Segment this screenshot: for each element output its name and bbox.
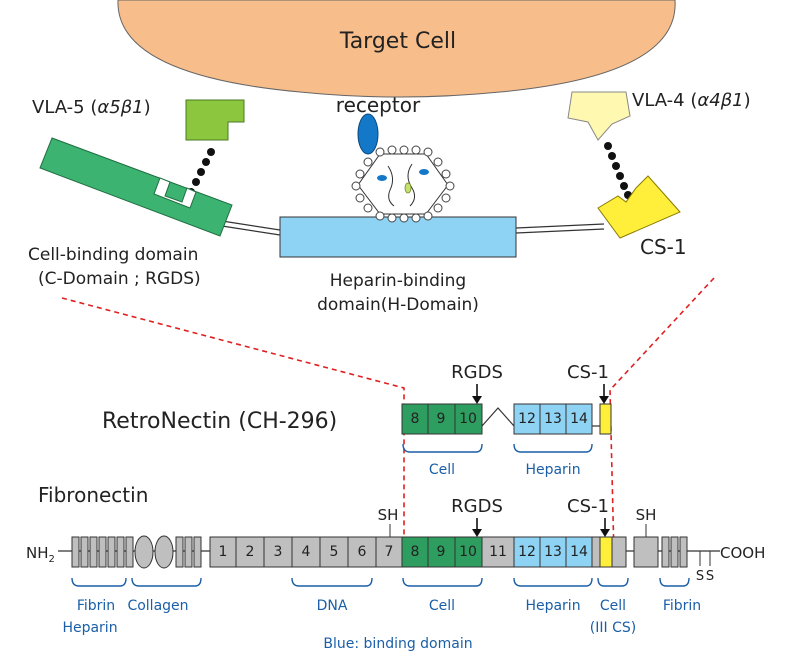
brace-fibrin-heparin-label-2: Heparin <box>62 620 117 636</box>
brace-dna <box>291 577 373 587</box>
brace-fibrin-heparin-label-1: Fibrin <box>77 598 115 614</box>
svg-text:9: 9 <box>437 544 446 560</box>
fibronectin-module-after-sh <box>633 536 659 568</box>
svg-text:9: 9 <box>437 411 446 427</box>
brace-cell <box>402 577 483 587</box>
retronectin-rgds-arrow <box>472 384 482 404</box>
cs1-domain-shape <box>597 175 681 239</box>
svg-text:14: 14 <box>570 411 588 427</box>
fibronectin-type1-modules-b <box>175 536 202 568</box>
brace-fibrin-heparin <box>71 577 127 587</box>
fibronectin-title: Fibronectin <box>38 483 148 507</box>
sh-label-right: SH <box>636 506 657 524</box>
receptor-shape <box>357 113 379 155</box>
linker-left <box>221 220 281 236</box>
svg-text:11: 11 <box>489 544 507 560</box>
fibronectin-type1-modules-c <box>661 536 688 568</box>
fibronectin-type3-modules: 1 2 3 4 5 6 7 <box>209 536 403 568</box>
brace-fibrin-label: Fibrin <box>663 598 701 614</box>
fibronectin-rgds-arrow <box>472 518 482 537</box>
cooh-label: COOH <box>720 544 765 562</box>
virus-particle-icon <box>351 145 455 223</box>
cell-binding-notch <box>153 177 197 209</box>
target-cell-label: Target Cell <box>339 29 456 54</box>
brace-cell-iiics <box>597 577 629 587</box>
cell-binding-domain-shape <box>39 137 233 237</box>
fibronectin-rgds-label: RGDS <box>451 496 503 517</box>
brace-fibrin <box>659 577 690 587</box>
brace-collagen <box>131 577 202 587</box>
svg-text:8: 8 <box>411 411 420 427</box>
fibronectin-gray-small-a <box>591 536 601 568</box>
brace-cell-iiics-label-2: (III CS) <box>590 620 636 636</box>
svg-text:10: 10 <box>459 544 477 560</box>
fibronectin-cell-modules: 8 9 10 <box>401 536 483 568</box>
brace-cell-label: Cell <box>429 598 455 614</box>
disulfide-bridge <box>699 551 711 566</box>
sh-label-left: SH <box>378 506 399 524</box>
svg-text:14: 14 <box>570 544 588 560</box>
retronectin-brace-heparin <box>513 443 593 453</box>
vla5-label: VLA-5 (α5β1) <box>32 97 151 118</box>
svg-text:3: 3 <box>274 544 283 560</box>
retronectin-rgds-label: RGDS <box>451 362 503 383</box>
heparin-binding-label-line1: Heparin-binding <box>330 271 466 291</box>
vla4-label: VLA-4 (α4β1) <box>632 90 751 111</box>
brace-heparin <box>513 577 593 587</box>
fibronectin-cs1-module <box>599 536 613 568</box>
vla5-integrin-shape <box>185 99 245 141</box>
fibronectin-heparin-modules: 12 13 14 <box>513 536 593 568</box>
svg-text:1: 1 <box>219 544 228 560</box>
vla4-integrin-shape <box>567 91 631 141</box>
svg-text:6: 6 <box>358 544 367 560</box>
vla4-dotted-link <box>604 142 632 199</box>
retronectin-brace-cell-label: Cell <box>429 462 455 478</box>
retronectin-cs1-arrow <box>599 384 609 404</box>
heparin-binding-domain-shape <box>279 216 517 258</box>
projection-line-right <box>609 277 715 557</box>
svg-text:7: 7 <box>385 544 394 560</box>
retronectin-title: RetroNectin (CH-296) <box>102 409 337 434</box>
brace-collagen-label: Collagen <box>127 598 188 614</box>
svg-text:13: 13 <box>544 411 562 427</box>
svg-text:12: 12 <box>518 544 536 560</box>
fibronectin-type1-modules <box>71 536 134 568</box>
fibronectin-cs1-label: CS-1 <box>567 496 609 517</box>
retronectin-cs1-module <box>599 403 612 435</box>
fibronectin-module-11: 11 <box>481 536 515 568</box>
retronectin-heparin-modules: 12 13 14 <box>513 403 593 435</box>
svg-text:10: 10 <box>459 411 477 427</box>
retronectin-cell-modules: 8 9 10 <box>401 403 483 435</box>
projection-line-left <box>61 297 405 556</box>
heparin-binding-label-line2: domain(H-Domain) <box>317 295 479 315</box>
svg-text:5: 5 <box>330 544 339 560</box>
cell-binding-label-line2: (C-Domain ; RGDS) <box>38 269 201 289</box>
svg-text:8: 8 <box>411 544 420 560</box>
retronectin-linker <box>481 407 515 427</box>
ss-label-b: S <box>706 569 714 584</box>
cell-binding-label-line1: Cell-binding domain <box>28 245 198 265</box>
brace-cell-iiics-label-1: Cell <box>600 598 626 614</box>
receptor-label: receptor <box>336 93 421 117</box>
brace-heparin-label: Heparin <box>525 598 580 614</box>
target-cell-shape <box>117 0 676 98</box>
svg-text:4: 4 <box>302 544 311 560</box>
cs1-top-label: CS-1 <box>640 235 687 259</box>
svg-text:13: 13 <box>544 544 562 560</box>
fibronectin-gray-small-b <box>611 536 627 568</box>
fibronectin-type2-modules <box>134 535 174 569</box>
ss-label-a: S <box>696 569 704 584</box>
nh2-label: NH2 <box>26 544 55 565</box>
retronectin-brace-cell <box>402 443 483 453</box>
retronectin-cs1-label: CS-1 <box>567 362 609 383</box>
linker-right <box>515 223 605 234</box>
svg-text:12: 12 <box>518 411 536 427</box>
fibronectin-cs1-arrow <box>600 518 610 537</box>
svg-text:2: 2 <box>246 544 255 560</box>
brace-dna-label: DNA <box>317 598 348 614</box>
legend-binding-domain: Blue: binding domain <box>323 636 472 652</box>
retronectin-brace-heparin-label: Heparin <box>525 462 580 478</box>
